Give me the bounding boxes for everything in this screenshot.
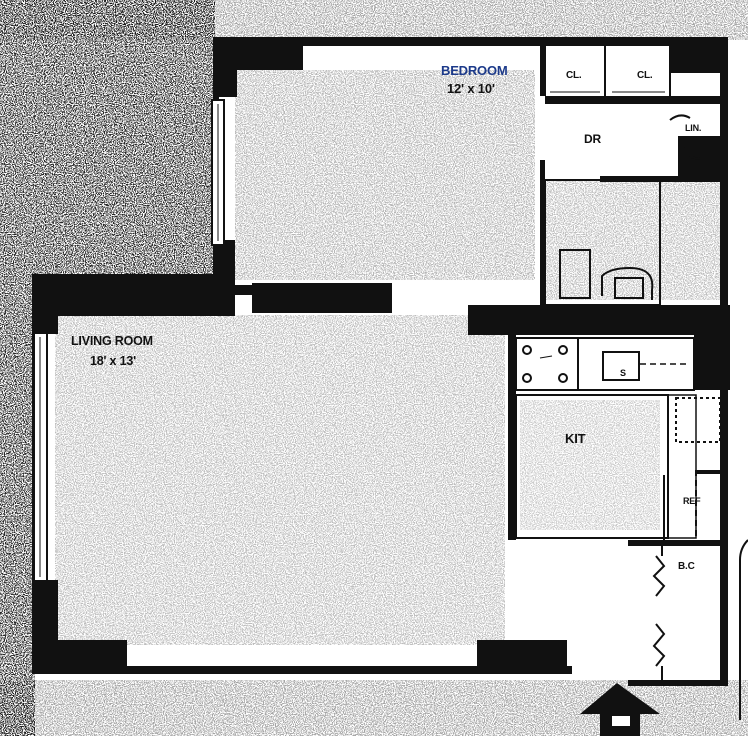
walls (32, 37, 730, 686)
bc-closet-label: B.C (678, 561, 695, 572)
kitchen (515, 337, 721, 540)
entry-doors (652, 546, 666, 680)
frame-edge (739, 539, 748, 720)
bedroom-dimensions: 12' x 10' (447, 81, 495, 96)
closet-2-label: CL. (637, 70, 653, 81)
bathroom (544, 179, 661, 306)
sink-label: S (620, 368, 626, 378)
closets (544, 46, 701, 160)
refrigerator-label: REF (683, 496, 701, 506)
dressing-room-label: DR (584, 132, 601, 146)
windows (33, 99, 225, 582)
bedroom-label: BEDROOM (441, 63, 508, 78)
linen-closet-label: LIN. (685, 123, 702, 133)
kitchen-label: KIT (565, 431, 586, 446)
living-room-dimensions: 18' x 13' (90, 354, 136, 368)
living-room-label: LIVING ROOM (71, 334, 153, 348)
entry-arrow-icon (580, 683, 660, 736)
closet-1-label: CL. (566, 70, 582, 81)
